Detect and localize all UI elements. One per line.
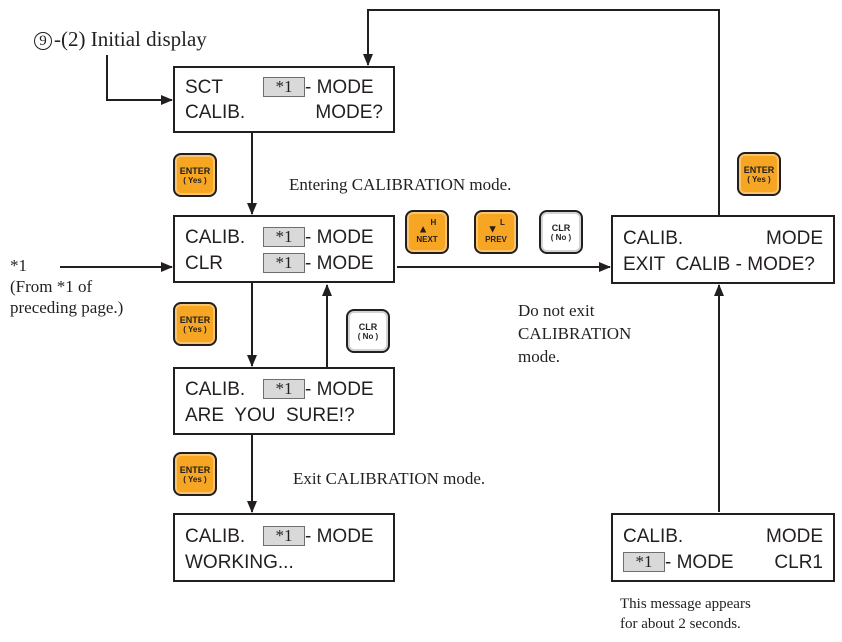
note-exit-calibration: Exit CALIBRATION mode.: [293, 469, 486, 488]
display-line-1-left: CALIB.: [185, 379, 246, 400]
display-line-2-left: *1- MODE: [623, 552, 734, 574]
ref-note-line-3: preceding page.): [10, 298, 124, 317]
display-line-1-right: *1- MODE: [263, 227, 374, 249]
ref-note-marker: *1: [10, 256, 27, 275]
display-line-2-left: CLR: [185, 253, 224, 274]
display-line-2-right: *1- MODE: [263, 253, 374, 275]
display-line-1-right: MODE: [766, 526, 823, 547]
display-line-2: EXIT CALIB - MODE?: [623, 254, 815, 275]
ref-note-line-2: (From *1 of: [10, 277, 93, 296]
mode-chip: *1: [263, 227, 305, 247]
display-line-1-left: CALIB.: [185, 526, 246, 547]
display-line-2-right: CLR1: [774, 552, 823, 573]
note-do-not-exit-3: mode.: [518, 347, 561, 366]
display-line-2-left: CALIB.: [185, 102, 246, 123]
note-do-not-exit-1: Do not exit: [518, 301, 595, 320]
mode-chip: *1: [623, 552, 665, 572]
note-appears-2: for about 2 seconds.: [620, 616, 741, 632]
clr-key[interactable]: CLR ( No ): [346, 309, 390, 353]
note-entering-calibration: Entering CALIBRATION mode.: [289, 175, 512, 194]
enter-key[interactable]: ENTER ( Yes ): [173, 153, 217, 197]
prev-key[interactable]: ▼L PREV: [474, 210, 518, 254]
mode-chip: *1: [263, 253, 305, 273]
mode-chip: *1: [263, 77, 305, 97]
clr-key[interactable]: CLR ( No ): [539, 210, 583, 254]
display-line-1-left: CALIB.: [623, 526, 684, 547]
title-text: -(2) Initial display: [54, 27, 207, 51]
display-line-1-right: *1- MODE: [263, 526, 374, 548]
enter-key[interactable]: ENTER ( Yes ): [173, 452, 217, 496]
arrow-initial-to-sct: [106, 55, 173, 105]
next-key[interactable]: ▲H NEXT: [405, 210, 449, 254]
display-sct-calib-mode: SCT *1- MODE CALIB. MODE?: [173, 66, 395, 133]
mode-chip: *1: [263, 526, 305, 546]
display-line-2: ARE YOU SURE!?: [185, 405, 355, 426]
display-are-you-sure: CALIB. *1- MODE ARE YOU SURE!?: [173, 367, 395, 435]
display-line-1-right: *1- MODE: [263, 379, 374, 401]
display-line-1: SCT: [185, 77, 223, 98]
mode-chip: *1: [263, 379, 305, 399]
note-do-not-exit-2: CALIBRATION: [518, 324, 632, 343]
display-line-1-right: *1- MODE: [263, 77, 374, 99]
step-number-badge: 9: [34, 32, 52, 50]
note-appears-1: This message appears: [620, 596, 751, 612]
page-title: 9-(2) Initial display: [34, 26, 207, 52]
down-arrow-icon: ▼: [487, 223, 498, 236]
display-line-1-left: CALIB.: [623, 228, 684, 249]
arrow-exit-to-sct: [363, 9, 720, 215]
display-line-2: WORKING...: [185, 552, 294, 573]
enter-key-exit[interactable]: ENTER ( Yes ): [737, 152, 781, 196]
display-exit-calib-mode: CALIB. MODE EXIT CALIB - MODE?: [611, 215, 835, 284]
display-working: CALIB. *1- MODE WORKING...: [173, 513, 395, 582]
display-clr1: CALIB. MODE *1- MODE CLR1: [611, 513, 835, 582]
display-line-1-left: CALIB.: [185, 227, 246, 248]
enter-key[interactable]: ENTER ( Yes ): [173, 302, 217, 346]
display-line-1-right: MODE: [766, 228, 823, 249]
up-arrow-icon: ▲: [417, 223, 429, 236]
display-calib-clr-mode: CALIB. *1- MODE CLR *1- MODE: [173, 215, 395, 283]
display-line-2-right: MODE?: [315, 102, 383, 123]
